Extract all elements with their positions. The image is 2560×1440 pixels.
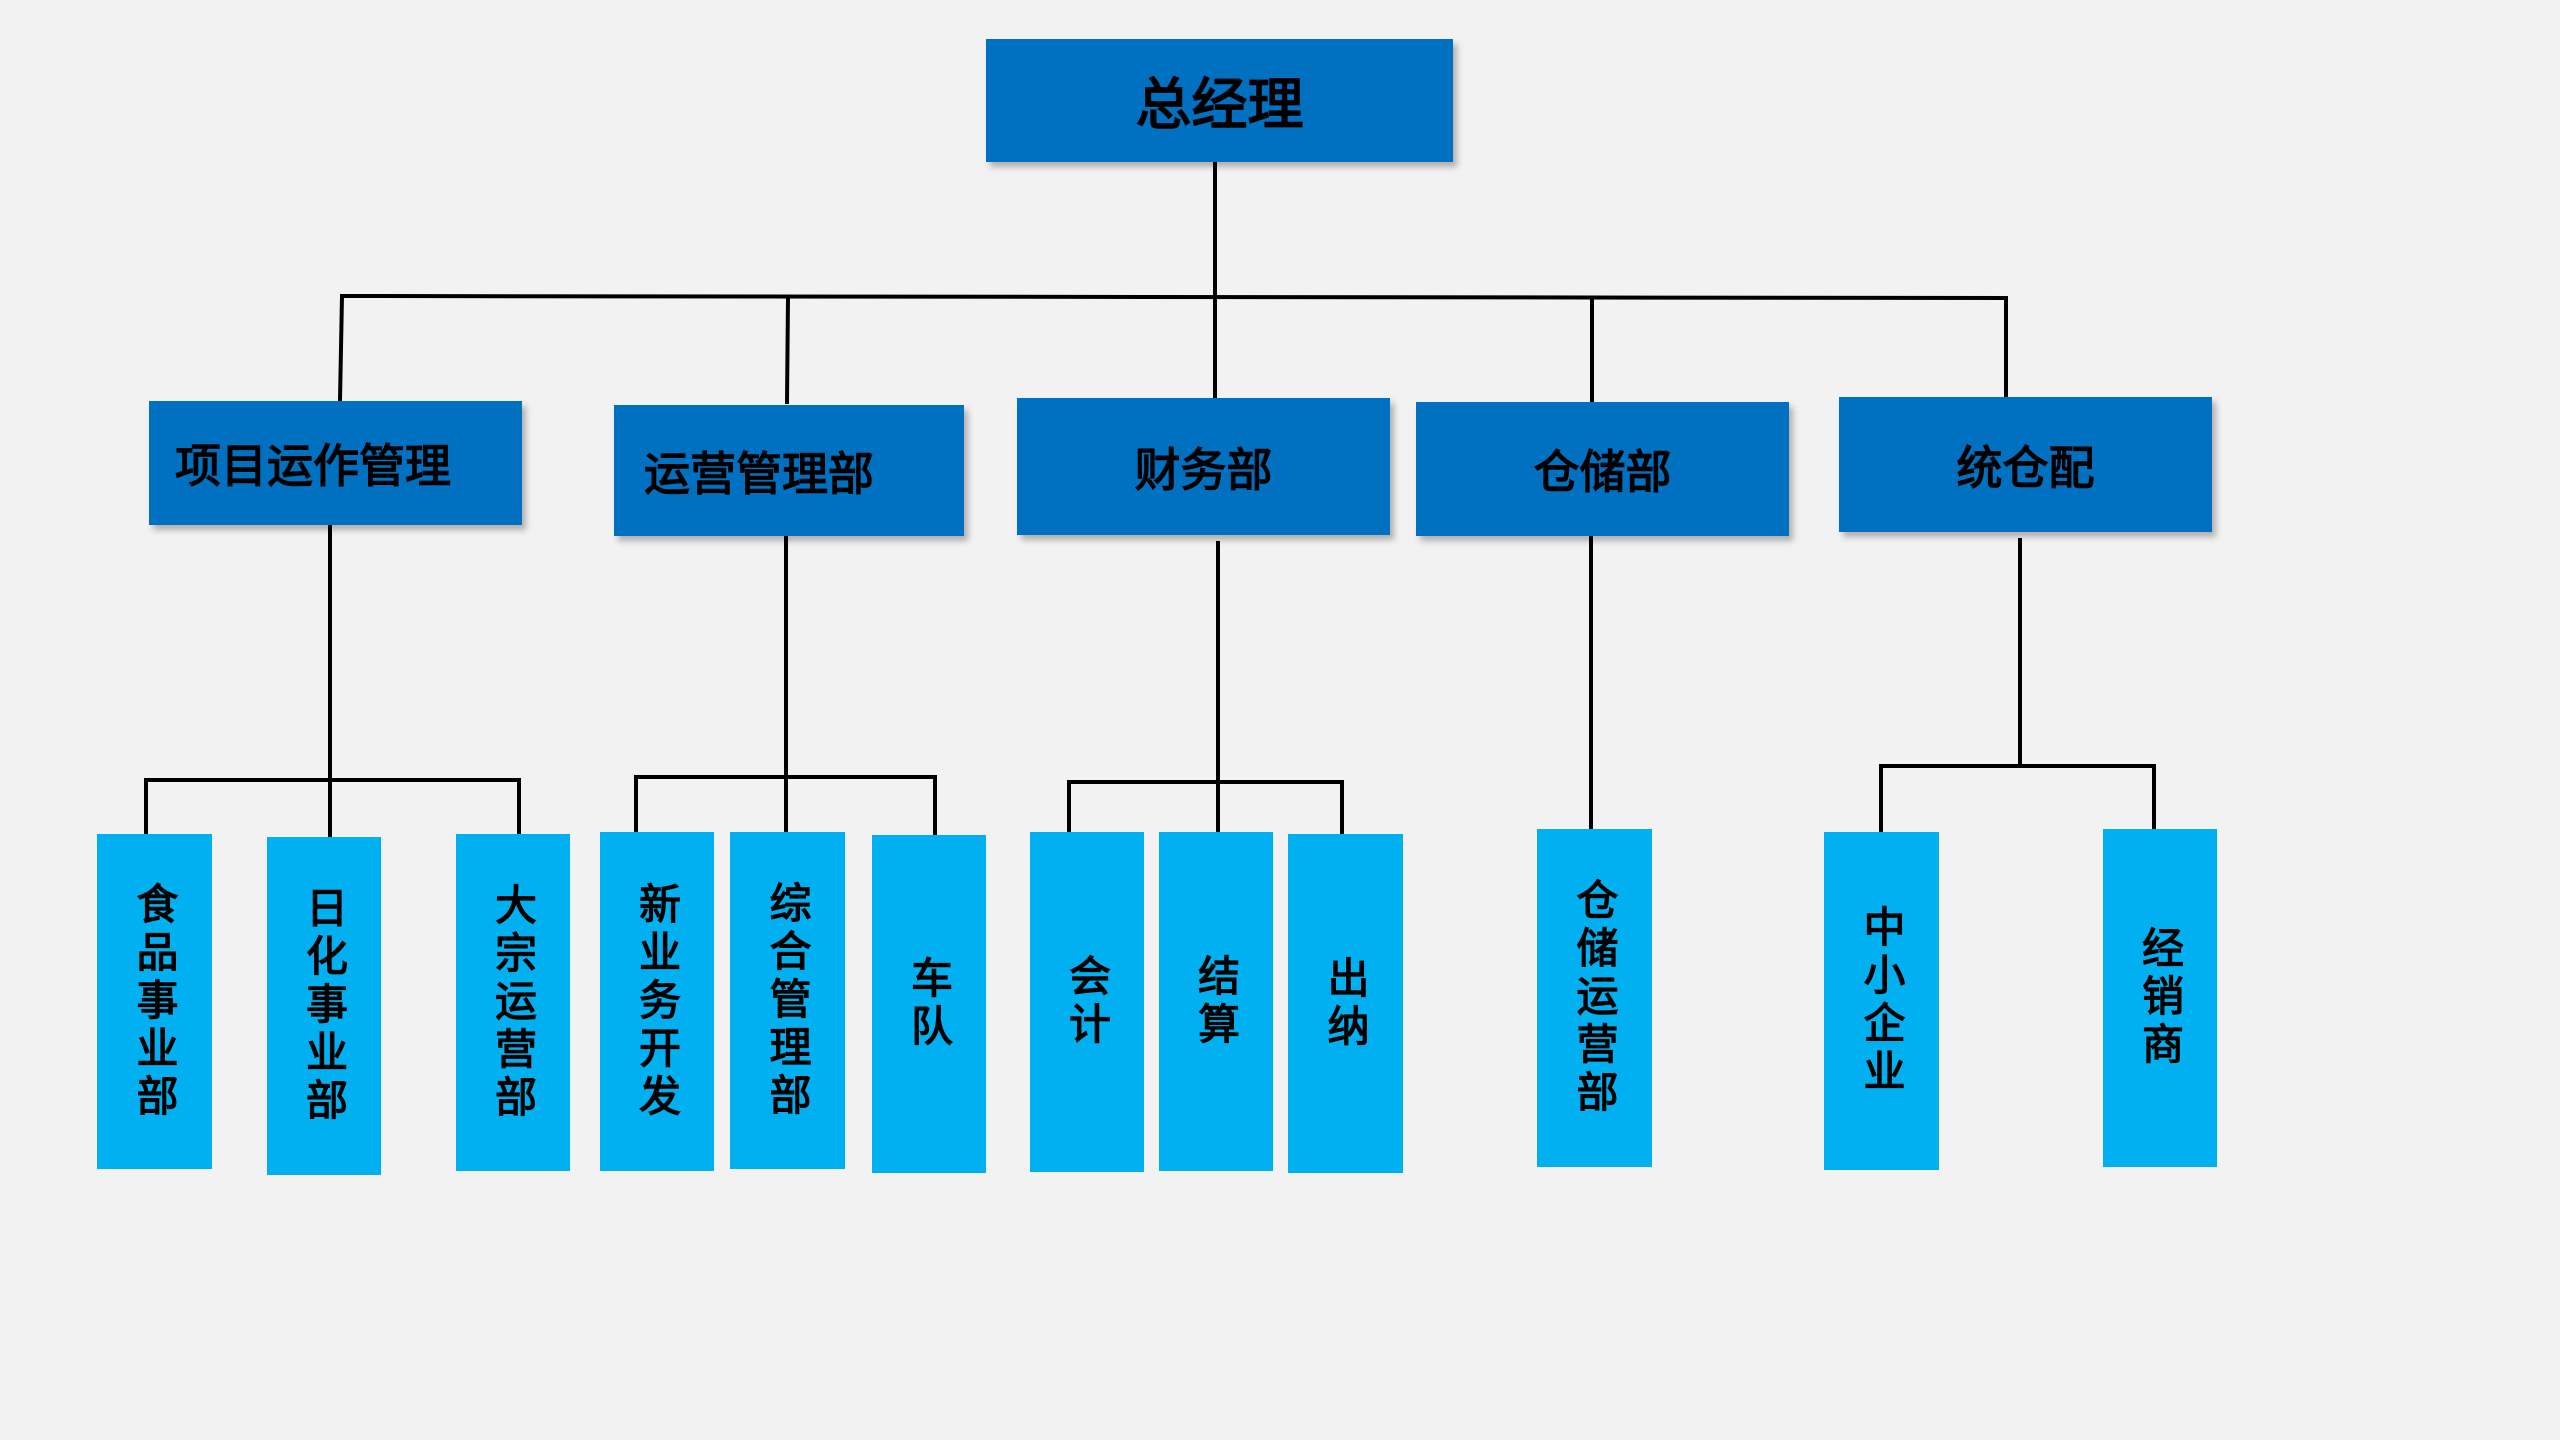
dept-label: 仓储部 bbox=[1533, 445, 1672, 499]
unit-node-cashier: 出纳 bbox=[1288, 834, 1403, 1173]
unit-label: 综合管理部 bbox=[763, 880, 812, 1121]
dept-node-project-operations: 项目运作管理 bbox=[149, 401, 522, 525]
dept-label: 运营管理部 bbox=[644, 446, 874, 501]
dept-label: 项目运作管理 bbox=[175, 439, 451, 493]
dept-node-unified-distribution: 统仓配 bbox=[1839, 397, 2212, 532]
unit-label: 会计 bbox=[1062, 954, 1112, 1050]
unit-label: 日化事业部 bbox=[299, 886, 349, 1126]
unit-node-accounting: 会计 bbox=[1030, 832, 1144, 1172]
unit-node-bulk-operations: 大宗运营部 bbox=[456, 834, 570, 1171]
unit-node-daily-chemicals-division: 日化事业部 bbox=[267, 837, 381, 1175]
unit-label: 经销商 bbox=[2135, 926, 2185, 1070]
connector-dept-bus bbox=[339, 293, 2009, 301]
root-node-general-manager: 总经理 bbox=[986, 39, 1453, 162]
unit-node-distributors: 经销商 bbox=[2103, 829, 2217, 1167]
unit-node-warehouse-operations: 仓储运营部 bbox=[1537, 829, 1652, 1167]
dept-label: 统仓配 bbox=[1956, 440, 2095, 495]
unit-node-small-medium-enterprises: 中小企业 bbox=[1824, 832, 1939, 1170]
unit-node-settlement: 结算 bbox=[1159, 832, 1273, 1171]
dept-node-warehousing: 仓储部 bbox=[1416, 402, 1789, 536]
dept-node-finance: 财务部 bbox=[1017, 398, 1390, 535]
dept-node-operations-management: 运营管理部 bbox=[614, 405, 964, 536]
dept-label: 财务部 bbox=[1134, 442, 1273, 497]
unit-label: 车队 bbox=[904, 956, 954, 1052]
connector-dept-2 bbox=[784, 294, 791, 405]
unit-node-new-business-development: 新业务开发 bbox=[600, 832, 714, 1171]
unit-label: 新业务开发 bbox=[632, 881, 682, 1122]
unit-label: 大宗运营部 bbox=[488, 882, 538, 1123]
unit-node-general-management: 综合管理部 bbox=[730, 832, 845, 1169]
unit-label: 结算 bbox=[1191, 953, 1241, 1050]
unit-label: 中小企业 bbox=[1857, 905, 1906, 1097]
unit-label: 食品事业部 bbox=[130, 881, 179, 1122]
unit-node-food-division: 食品事业部 bbox=[97, 834, 212, 1169]
unit-label: 仓储运营部 bbox=[1570, 878, 1619, 1118]
connector-dept-1 bbox=[337, 293, 345, 403]
unit-node-fleet: 车队 bbox=[872, 835, 986, 1173]
unit-label: 出纳 bbox=[1321, 955, 1370, 1052]
root-label: 总经理 bbox=[1135, 73, 1304, 138]
